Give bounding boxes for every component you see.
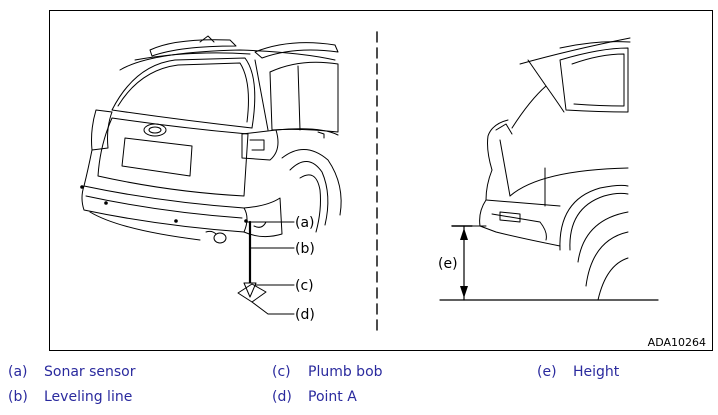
callout-d: (d)	[295, 307, 315, 323]
vehicle-side-view	[439, 37, 659, 301]
legend-item-sonar-sensor: (a) Sonar sensor	[8, 364, 136, 380]
plumb-and-leveling-lines	[237, 220, 295, 315]
legend-item-leveling-line: (b) Leveling line	[8, 389, 132, 405]
figure-frame	[49, 10, 713, 351]
callout-a: (a)	[295, 215, 315, 231]
height-dimension-arrows	[460, 228, 468, 298]
legend-item-height: (e) Height	[537, 364, 619, 380]
legend-code: (e)	[537, 364, 557, 380]
callout-e: (e)	[438, 256, 458, 272]
legend-label: Plumb bob	[308, 364, 383, 380]
legend-code: (d)	[272, 389, 292, 405]
legend-label: Leveling line	[44, 389, 133, 405]
legend-label: Height	[573, 364, 620, 380]
sonar-sensor-dots	[80, 185, 248, 223]
legend-item-plumb-bob: (c) Plumb bob	[272, 364, 383, 380]
figure-id: ADA10264	[648, 336, 706, 349]
callout-b: (b)	[295, 241, 315, 257]
callout-c: (c)	[295, 278, 314, 294]
legend-label: Sonar sensor	[44, 364, 136, 380]
legend-code: (a)	[8, 364, 28, 380]
legend-code: (c)	[272, 364, 291, 380]
vehicle-rear-three-quarter-view	[81, 35, 342, 244]
legend-item-point-a: (d) Point A	[272, 389, 357, 405]
legend-code: (b)	[8, 389, 28, 405]
legend-label: Point A	[308, 389, 357, 405]
